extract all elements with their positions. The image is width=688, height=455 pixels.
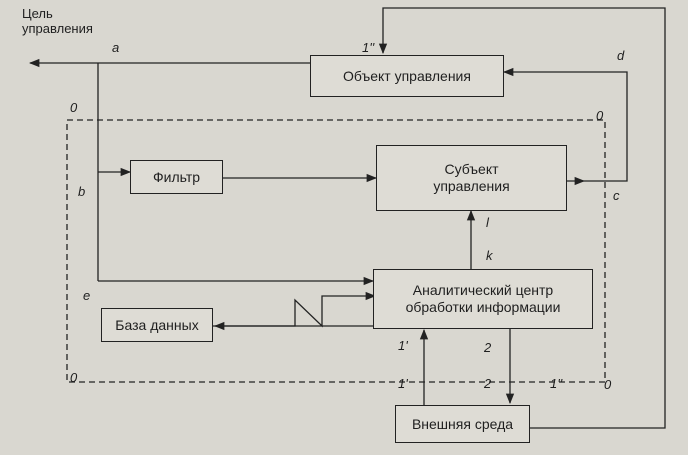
line-zigzag [213,291,377,328]
label-e: e [83,288,91,303]
label-one-d-1: 1' [398,338,408,353]
label-two-1: 2 [484,340,492,355]
box-database: База данных [101,308,213,342]
box-analytic-label: Аналитический центр обработки информации [405,282,561,315]
label-one-d-2: 1' [398,376,408,391]
label-d: d [617,48,625,63]
box-database-label: База данных [115,316,199,333]
box-subject: Субъект управления [376,145,567,211]
label-zero-bottom-left: 0 [70,370,78,385]
line-outer [378,7,666,429]
box-subject-label: Субъект управления [433,161,510,194]
box-environment-label: Внешняя среда [411,415,514,432]
label-one-dd-bottom: 1'' [550,376,563,391]
line-d [502,67,628,182]
box-filter: Фильтр [130,160,223,194]
label-b: b [78,184,86,199]
label-k: k [486,248,493,263]
goal-label: Цель управления [22,6,93,36]
label-zero-top-right: 0 [596,108,604,123]
box-object-label: Объект управления [343,67,471,84]
label-zero-bottom-right: 0 [604,377,612,392]
label-one-dd-top: 1'' [362,40,375,55]
label-a: a [112,40,120,55]
box-analytic: Аналитический центр обработки информации [373,269,593,329]
label-two-2: 2 [484,376,492,391]
label-zero-top-left: 0 [70,100,78,115]
label-c: c [613,188,620,203]
box-environment: Внешняя среда [395,405,530,443]
box-object: Объект управления [310,55,504,97]
box-filter-label: Фильтр [152,168,201,185]
label-l: l [486,215,489,230]
